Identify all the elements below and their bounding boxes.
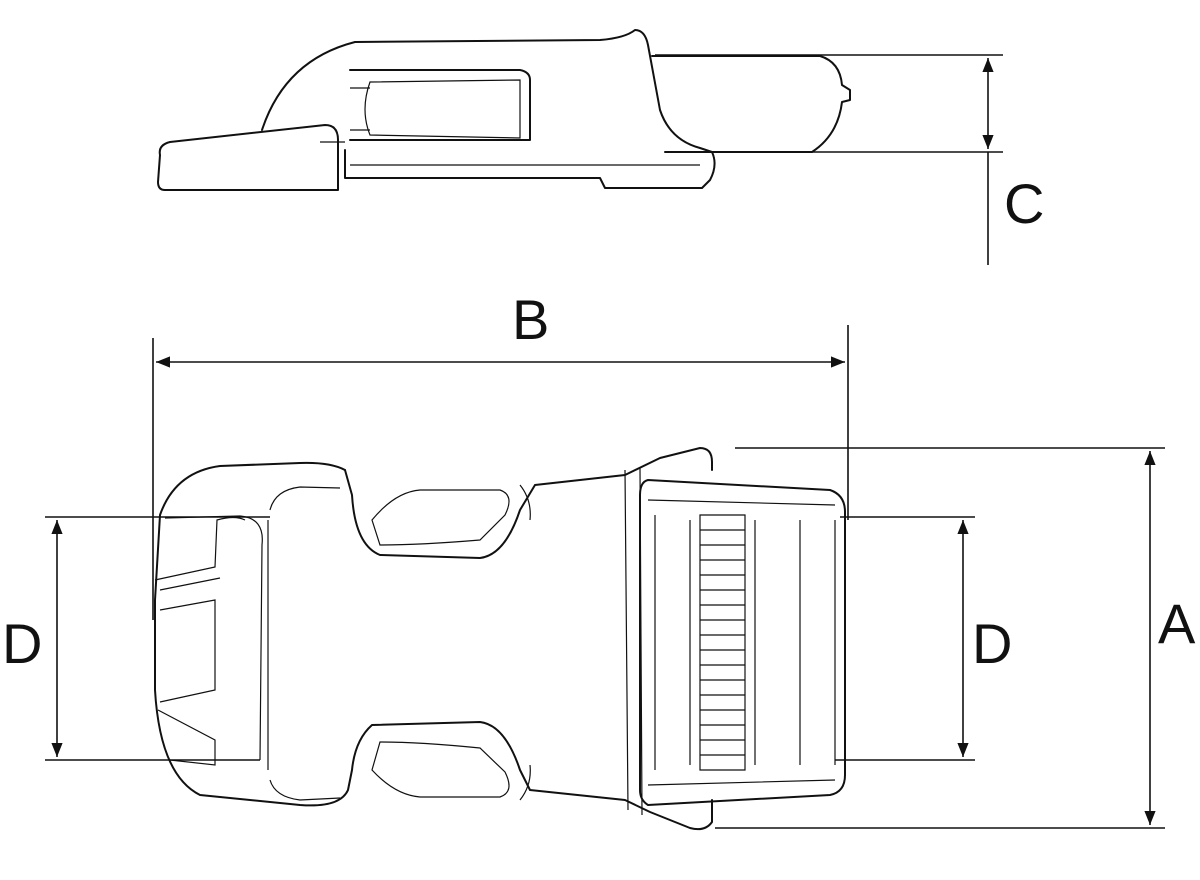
side-view — [157, 29, 851, 191]
adjuster-ribs — [700, 529, 745, 756]
dimension-label-b: B — [512, 288, 550, 351]
front-view — [154, 447, 846, 831]
dimension-label-a: A — [1158, 592, 1196, 655]
dimension-label-d-right: D — [972, 612, 1013, 675]
dimension-lines — [45, 54, 1165, 829]
dimension-label-d-left: D — [2, 612, 43, 675]
dimension-label-c: C — [1004, 172, 1045, 235]
